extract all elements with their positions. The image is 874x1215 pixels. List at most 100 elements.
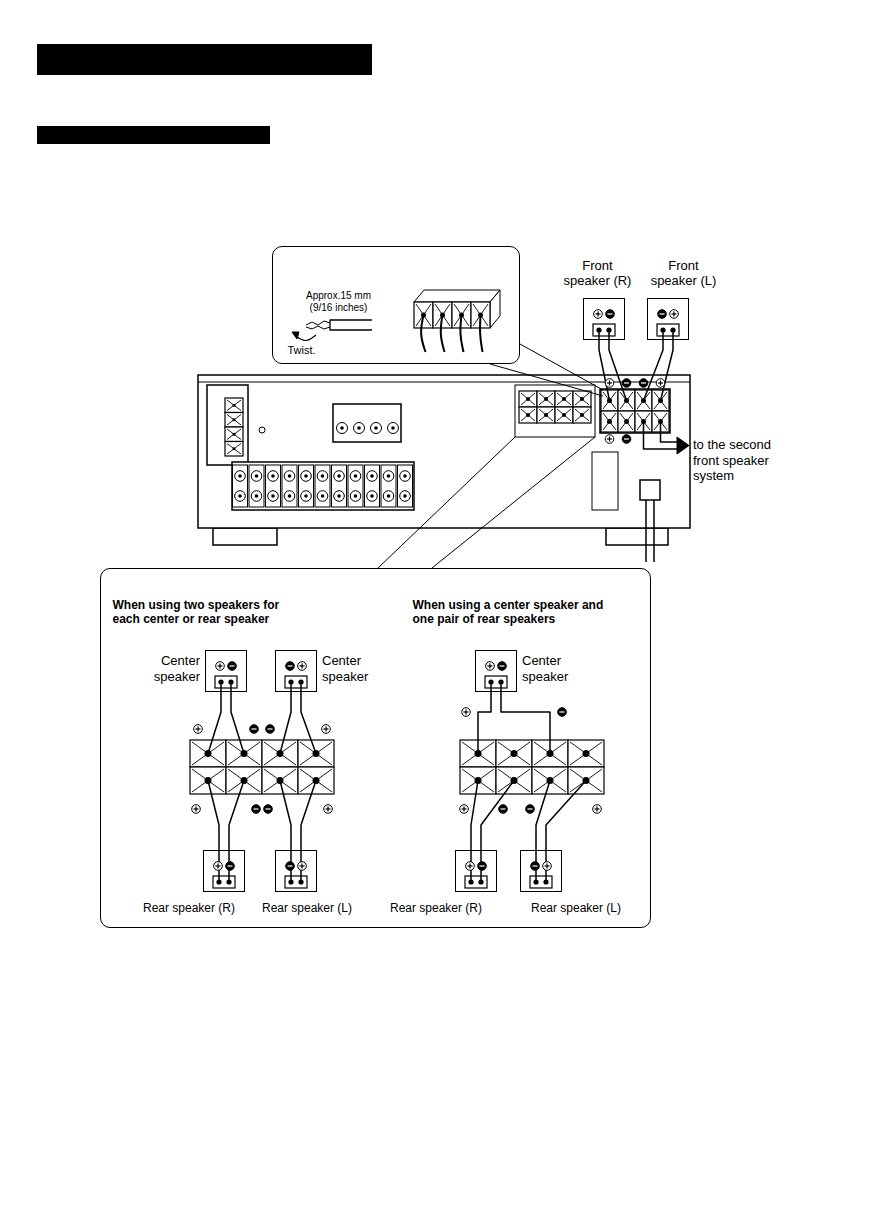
terminal-cross — [227, 444, 241, 455]
symbol-ring — [593, 805, 602, 814]
speaker-label: Center speaker — [148, 653, 200, 684]
jack-column — [299, 465, 314, 507]
jack — [251, 471, 262, 482]
jack-pin — [321, 474, 325, 478]
speaker-label: Center speaker — [322, 653, 382, 684]
terminal-cell — [225, 398, 243, 413]
symbol-ring — [526, 805, 535, 814]
symbol-ring — [605, 379, 614, 388]
minus-symbol — [264, 805, 273, 814]
symbol-ring — [594, 310, 603, 319]
speaker-box: Center speaker — [275, 650, 317, 692]
terminal-cell — [496, 740, 532, 767]
jack-column — [233, 465, 248, 507]
symbol-ring — [622, 379, 631, 388]
wire-insulation — [330, 320, 372, 330]
symbol-bar — [465, 710, 466, 715]
jack-column — [266, 465, 281, 507]
jack-pin — [354, 474, 358, 478]
leader-line — [520, 344, 603, 390]
speaker-label: Rear speaker (L) — [516, 901, 636, 915]
terminal-cross — [227, 400, 241, 411]
minus-symbol — [286, 662, 295, 671]
terminal-screw — [583, 750, 590, 757]
terminal-cross — [521, 409, 535, 421]
terminal-screw — [526, 413, 530, 417]
speaker-terminal — [593, 324, 615, 336]
symbol-bar — [480, 865, 485, 866]
terminal-screw — [544, 413, 548, 417]
symbol-bar — [660, 313, 665, 314]
speaker-label: Center speaker — [522, 653, 582, 684]
symbol-ring — [499, 805, 508, 814]
front-terminal-frame — [600, 389, 670, 433]
terminal-dot — [218, 679, 223, 684]
plus-symbol — [216, 662, 225, 671]
plus-symbol — [670, 310, 679, 319]
terminal-cell — [601, 411, 618, 432]
terminal-screw — [544, 397, 548, 401]
terminal-cross — [575, 409, 589, 421]
plus-symbol — [298, 662, 307, 671]
speaker-box: Front speaker (R) — [583, 298, 625, 340]
symbol-ring — [558, 708, 567, 717]
terminal-dot — [606, 327, 611, 332]
section-bar — [37, 126, 270, 144]
leader-line — [378, 437, 515, 568]
note-text: Twist. — [288, 344, 338, 357]
minus-symbol — [622, 379, 631, 388]
terminal-dot — [670, 327, 675, 332]
speaker-box: Center speaker — [205, 650, 247, 692]
terminal-dot — [228, 679, 233, 684]
terminal-cross — [521, 393, 535, 405]
terminal-screw — [562, 413, 566, 417]
terminal-cross — [227, 429, 241, 440]
symbol-ring — [252, 805, 261, 814]
symbol-bar — [660, 381, 661, 386]
jack-column — [332, 465, 347, 507]
speaker-label: Rear speaker (R) — [376, 901, 496, 915]
terminal-cross — [227, 415, 241, 426]
jack-pin — [238, 494, 242, 498]
symbol-bar — [641, 382, 646, 383]
plus-symbol — [593, 805, 602, 814]
title-bar — [37, 44, 372, 75]
jack-column — [282, 465, 297, 507]
jack-column — [381, 465, 396, 507]
jack — [354, 423, 365, 434]
symbol-bar — [501, 808, 506, 809]
terminal-cross — [557, 409, 571, 421]
terminal-cell — [573, 391, 591, 407]
power-cord — [653, 500, 655, 562]
wire-strands — [306, 326, 330, 329]
terminal-dot — [298, 879, 303, 884]
symbol-ring — [192, 805, 201, 814]
minus-symbol — [228, 662, 237, 671]
leader-line — [490, 364, 603, 396]
speaker-label: Front speaker (L) — [646, 258, 722, 289]
symbol-ring — [214, 862, 223, 871]
plus-symbol — [194, 725, 203, 734]
terminal-screw — [624, 419, 629, 424]
terminal-cross — [521, 393, 535, 405]
symbol-ring — [639, 379, 648, 388]
terminal-cross — [227, 415, 241, 426]
symbol-bar — [268, 728, 273, 729]
jack-pin — [340, 426, 344, 430]
speaker-wire — [609, 330, 627, 401]
jack-pin — [321, 494, 325, 498]
symbol-ring — [531, 862, 540, 871]
terminal-cell — [537, 407, 555, 423]
minus-symbol — [286, 862, 295, 871]
cord-bushing — [640, 480, 660, 500]
symbol-ring — [543, 862, 552, 871]
jack-pin — [403, 494, 407, 498]
symbol-bar — [195, 807, 196, 812]
terminal-screw — [562, 397, 566, 401]
plus-symbol — [605, 435, 614, 444]
symbol-bar — [673, 312, 674, 317]
jack-column — [365, 465, 380, 507]
arrowhead — [677, 437, 689, 454]
terminal-screw — [233, 447, 236, 450]
symbol-bar — [533, 865, 538, 866]
